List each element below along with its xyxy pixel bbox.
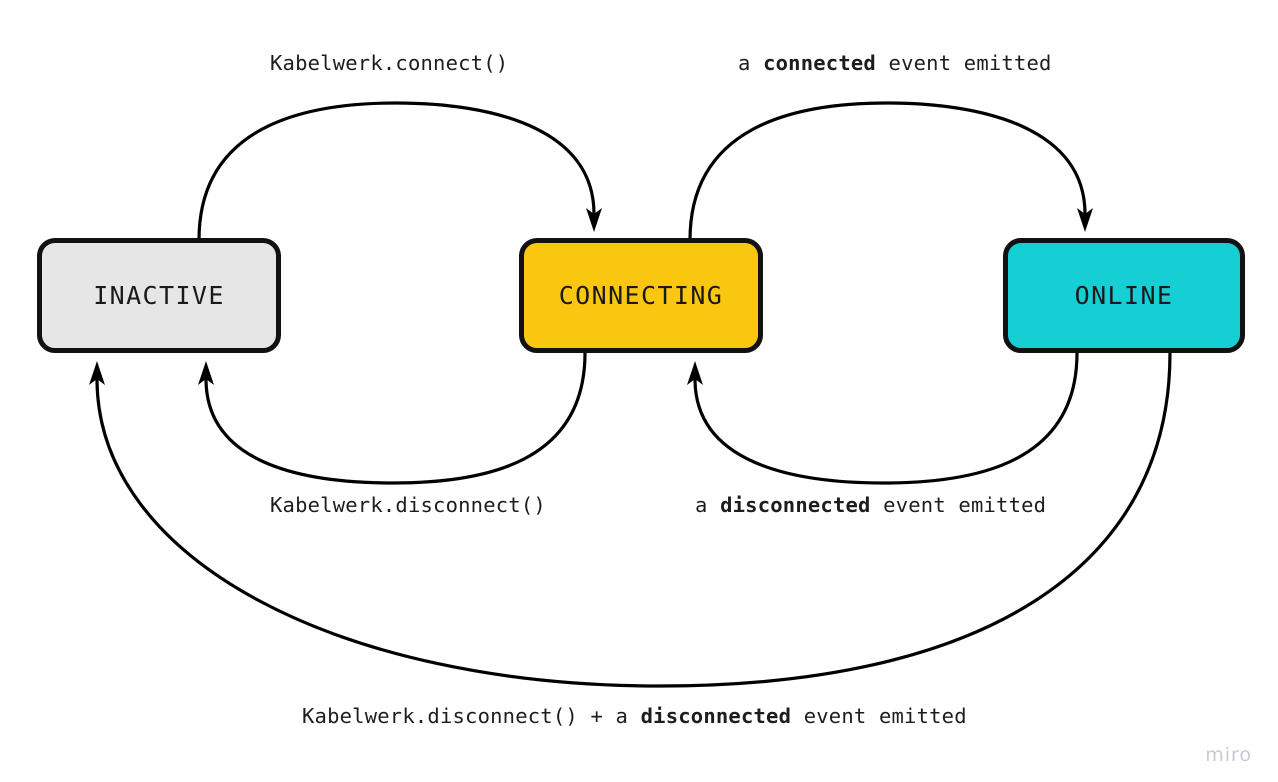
edge-path: [688, 101, 1087, 241]
state-node-label: INACTIVE: [93, 281, 225, 310]
arrowhead-icon: [198, 361, 214, 385]
edge-path: [95, 352, 1172, 688]
state-node-online[interactable]: ONLINE: [1003, 238, 1245, 353]
arrowhead-icon: [1077, 208, 1093, 232]
miro-watermark: miro: [1205, 744, 1252, 766]
edge-label-online-to-inactive: Kabelwerk.disconnect() + a disconnected …: [302, 704, 967, 728]
edge-path: [197, 101, 596, 241]
edge-inactive-to-connecting: [197, 101, 602, 241]
state-node-label: CONNECTING: [558, 281, 724, 310]
edge-online-to-inactive: [89, 352, 1172, 688]
edge-connecting-to-inactive: [198, 352, 587, 485]
state-node-label: ONLINE: [1074, 281, 1174, 310]
edge-connecting-to-online: [688, 101, 1093, 241]
edge-label-connecting-to-inactive: Kabelwerk.disconnect(): [270, 493, 546, 517]
arrowhead-icon: [586, 208, 602, 232]
edge-path: [204, 352, 587, 485]
state-node-connecting[interactable]: CONNECTING: [519, 238, 763, 353]
edge-label-online-to-connecting: a disconnected event emitted: [695, 493, 1047, 517]
edge-online-to-connecting: [687, 352, 1079, 485]
edge-label-inactive-to-connecting: Kabelwerk.connect(): [270, 51, 509, 75]
arrowhead-icon: [89, 361, 105, 385]
state-node-inactive[interactable]: INACTIVE: [37, 238, 281, 353]
edge-label-connecting-to-online: a connected event emitted: [738, 51, 1052, 75]
arrowhead-icon: [687, 361, 703, 385]
edge-path: [693, 352, 1079, 485]
